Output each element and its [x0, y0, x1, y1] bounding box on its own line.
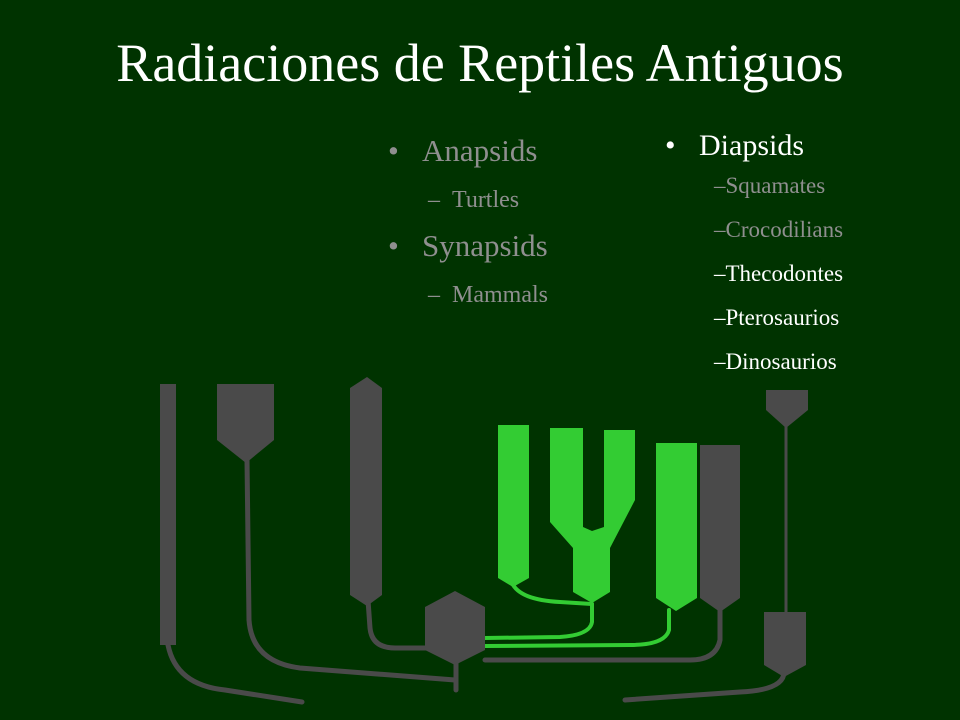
connector-turtles [165, 642, 305, 705]
bullet-thecodontes: –Thecodontes [714, 261, 844, 286]
branch-right-top [766, 390, 808, 428]
branch-turtles [160, 384, 176, 645]
branch-mammals [350, 377, 382, 606]
bullet-turtles: – Turtles [428, 187, 520, 213]
branch-thecodont-1 [498, 425, 529, 587]
connector-thecodont-b [483, 602, 594, 640]
branch-right-base [764, 612, 806, 677]
slide-title: Radiaciones de Reptiles Antiguos [116, 33, 844, 93]
bullet-crocodilians: –Crocodilians [714, 217, 844, 242]
node-ancestor [425, 591, 485, 665]
right-bullet-list: Diapsids –Squamates –Crocodilians –Theco… [665, 128, 844, 392]
branch-thecodont-fork [550, 428, 635, 603]
left-bullet-list: Anapsids – Turtles Synapsids – Mammals [388, 133, 548, 323]
bullet-squamates: –Squamates [714, 173, 826, 198]
bullet-anapsids: Anapsids [388, 133, 548, 169]
connector-right-base [622, 669, 787, 703]
bullet-dinosaurios: –Dinosaurios [714, 349, 837, 374]
bullet-pterosaurios: –Pterosaurios [714, 305, 840, 330]
bullet-mammals: – Mammals [428, 282, 548, 308]
connector-mammals [365, 597, 433, 651]
branch-crocodilians [700, 445, 740, 612]
branch-extinct-2 [217, 384, 274, 463]
connector-thecodont-c [483, 608, 671, 648]
bullet-synapsids: Synapsids [388, 228, 548, 264]
branch-thecodont-3 [656, 443, 697, 611]
connector-lineage-2 [244, 457, 458, 683]
connector-crocodilians [482, 605, 723, 663]
bullet-diapsids: Diapsids [665, 128, 843, 164]
